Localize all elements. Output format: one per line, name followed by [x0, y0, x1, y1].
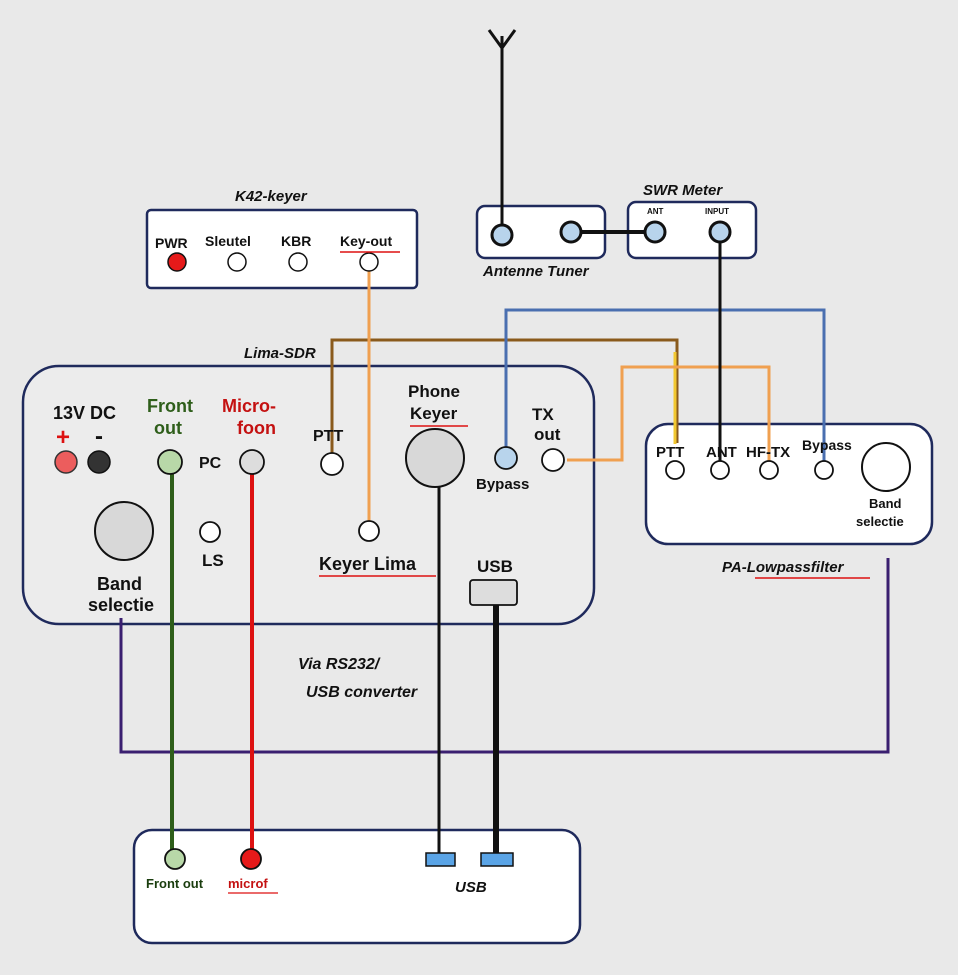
ptt-jack	[320, 452, 344, 476]
usb-port	[469, 579, 518, 606]
tx-out-wire	[567, 365, 771, 464]
front-out-jack	[157, 449, 183, 475]
tx-out-label-1: TX	[532, 405, 554, 424]
phone-keyer-jack	[405, 428, 465, 488]
dc-plus-label: +	[56, 424, 70, 451]
pa-hftx-jack	[759, 460, 779, 480]
swr-meter-title: SWR Meter	[643, 182, 723, 199]
kbr-label: KBR	[281, 233, 311, 249]
pa-ant-jack	[710, 460, 730, 480]
pa-lowpassfilter-panel	[644, 422, 934, 546]
lima-sdr-panel	[21, 364, 596, 626]
tuner-antenna-connector	[490, 223, 514, 247]
sleutel-label: Sleutel	[205, 233, 251, 249]
bypass-wire	[504, 308, 826, 470]
pa-ant-label: ANT	[706, 444, 737, 461]
dc-minus-connector	[87, 450, 111, 474]
pc-usb-port-2	[480, 852, 514, 867]
pc-front-out-jack	[164, 848, 186, 870]
k42-title: K42-keyer	[235, 188, 308, 205]
microfoon-label-1: Micro-	[222, 396, 276, 416]
front-out-label-2: out	[154, 418, 182, 438]
pa-lowpassfilter-title: PA-Lowpassfilter	[722, 559, 845, 576]
usb-label: USB	[477, 557, 513, 576]
microfoon-jack	[239, 449, 265, 475]
pc-front-out-label: Front out	[146, 876, 204, 891]
tx-out-label-2: out	[534, 425, 561, 444]
pa-ptt-jack	[665, 460, 685, 480]
phone-keyer-label-2: Keyer	[410, 404, 458, 423]
pa-ptt-label: PTT	[656, 444, 684, 461]
swr-input-connector	[708, 220, 732, 244]
pa-band-selectie-label-2: selectie	[856, 514, 904, 529]
pa-band-selectie-label-1: Band	[869, 496, 902, 511]
dc-label: 13V DC	[53, 403, 116, 423]
phone-keyer-label-1: Phone	[408, 382, 460, 401]
pc-label: PC	[199, 455, 222, 472]
sleutel-jack	[227, 252, 247, 272]
ls-label: LS	[202, 551, 224, 570]
k42-keyer-panel	[145, 208, 419, 290]
key-out-label: Key-out	[340, 233, 392, 249]
band-selectie-label-2: selectie	[88, 595, 154, 615]
ptt-label: PTT	[313, 428, 343, 445]
lima-sdr-title: Lima-SDR	[244, 345, 316, 362]
key-out-jack	[359, 252, 379, 272]
pc-usb-port-1	[425, 852, 456, 867]
pc-microf-label: microf	[228, 876, 268, 891]
pa-hftx-label: HF-TX	[746, 444, 790, 461]
swr-ant-label: ANT	[647, 207, 664, 216]
pa-band-selectie-knob	[861, 442, 911, 492]
keyer-lima-label: Keyer Lima	[319, 554, 417, 574]
swr-ant-connector	[643, 220, 667, 244]
pc-microf-jack	[240, 848, 262, 870]
antenna-icon	[487, 29, 517, 235]
band-selectie-label-1: Band	[97, 574, 142, 594]
front-out-label-1: Front	[147, 396, 193, 416]
via-rs232-label: Via RS232/	[298, 656, 381, 673]
swr-input-label: INPUT	[705, 207, 729, 216]
antenna-tuner-title: Antenne Tuner	[482, 263, 590, 280]
bypass-label: Bypass	[476, 476, 529, 493]
tx-out-jack	[541, 448, 565, 472]
band-selectie-wire	[119, 558, 890, 754]
dc-minus-label: -	[95, 423, 103, 450]
bypass-jack	[494, 446, 518, 470]
keyer-lima-jack	[358, 520, 380, 542]
pa-bypass-jack	[814, 460, 834, 480]
kbr-jack	[288, 252, 308, 272]
usb-converter-label: USB converter	[306, 684, 418, 701]
pa-bypass-label: Bypass	[802, 437, 852, 453]
ls-jack	[199, 521, 221, 543]
pwr-led	[167, 252, 187, 272]
band-selectie-knob	[94, 501, 154, 561]
tuner-output-connector	[559, 220, 583, 244]
pwr-label: PWR	[155, 235, 188, 251]
pc-usb-label: USB	[455, 879, 487, 896]
dc-plus-connector	[54, 450, 78, 474]
microfoon-label-2: foon	[237, 418, 276, 438]
